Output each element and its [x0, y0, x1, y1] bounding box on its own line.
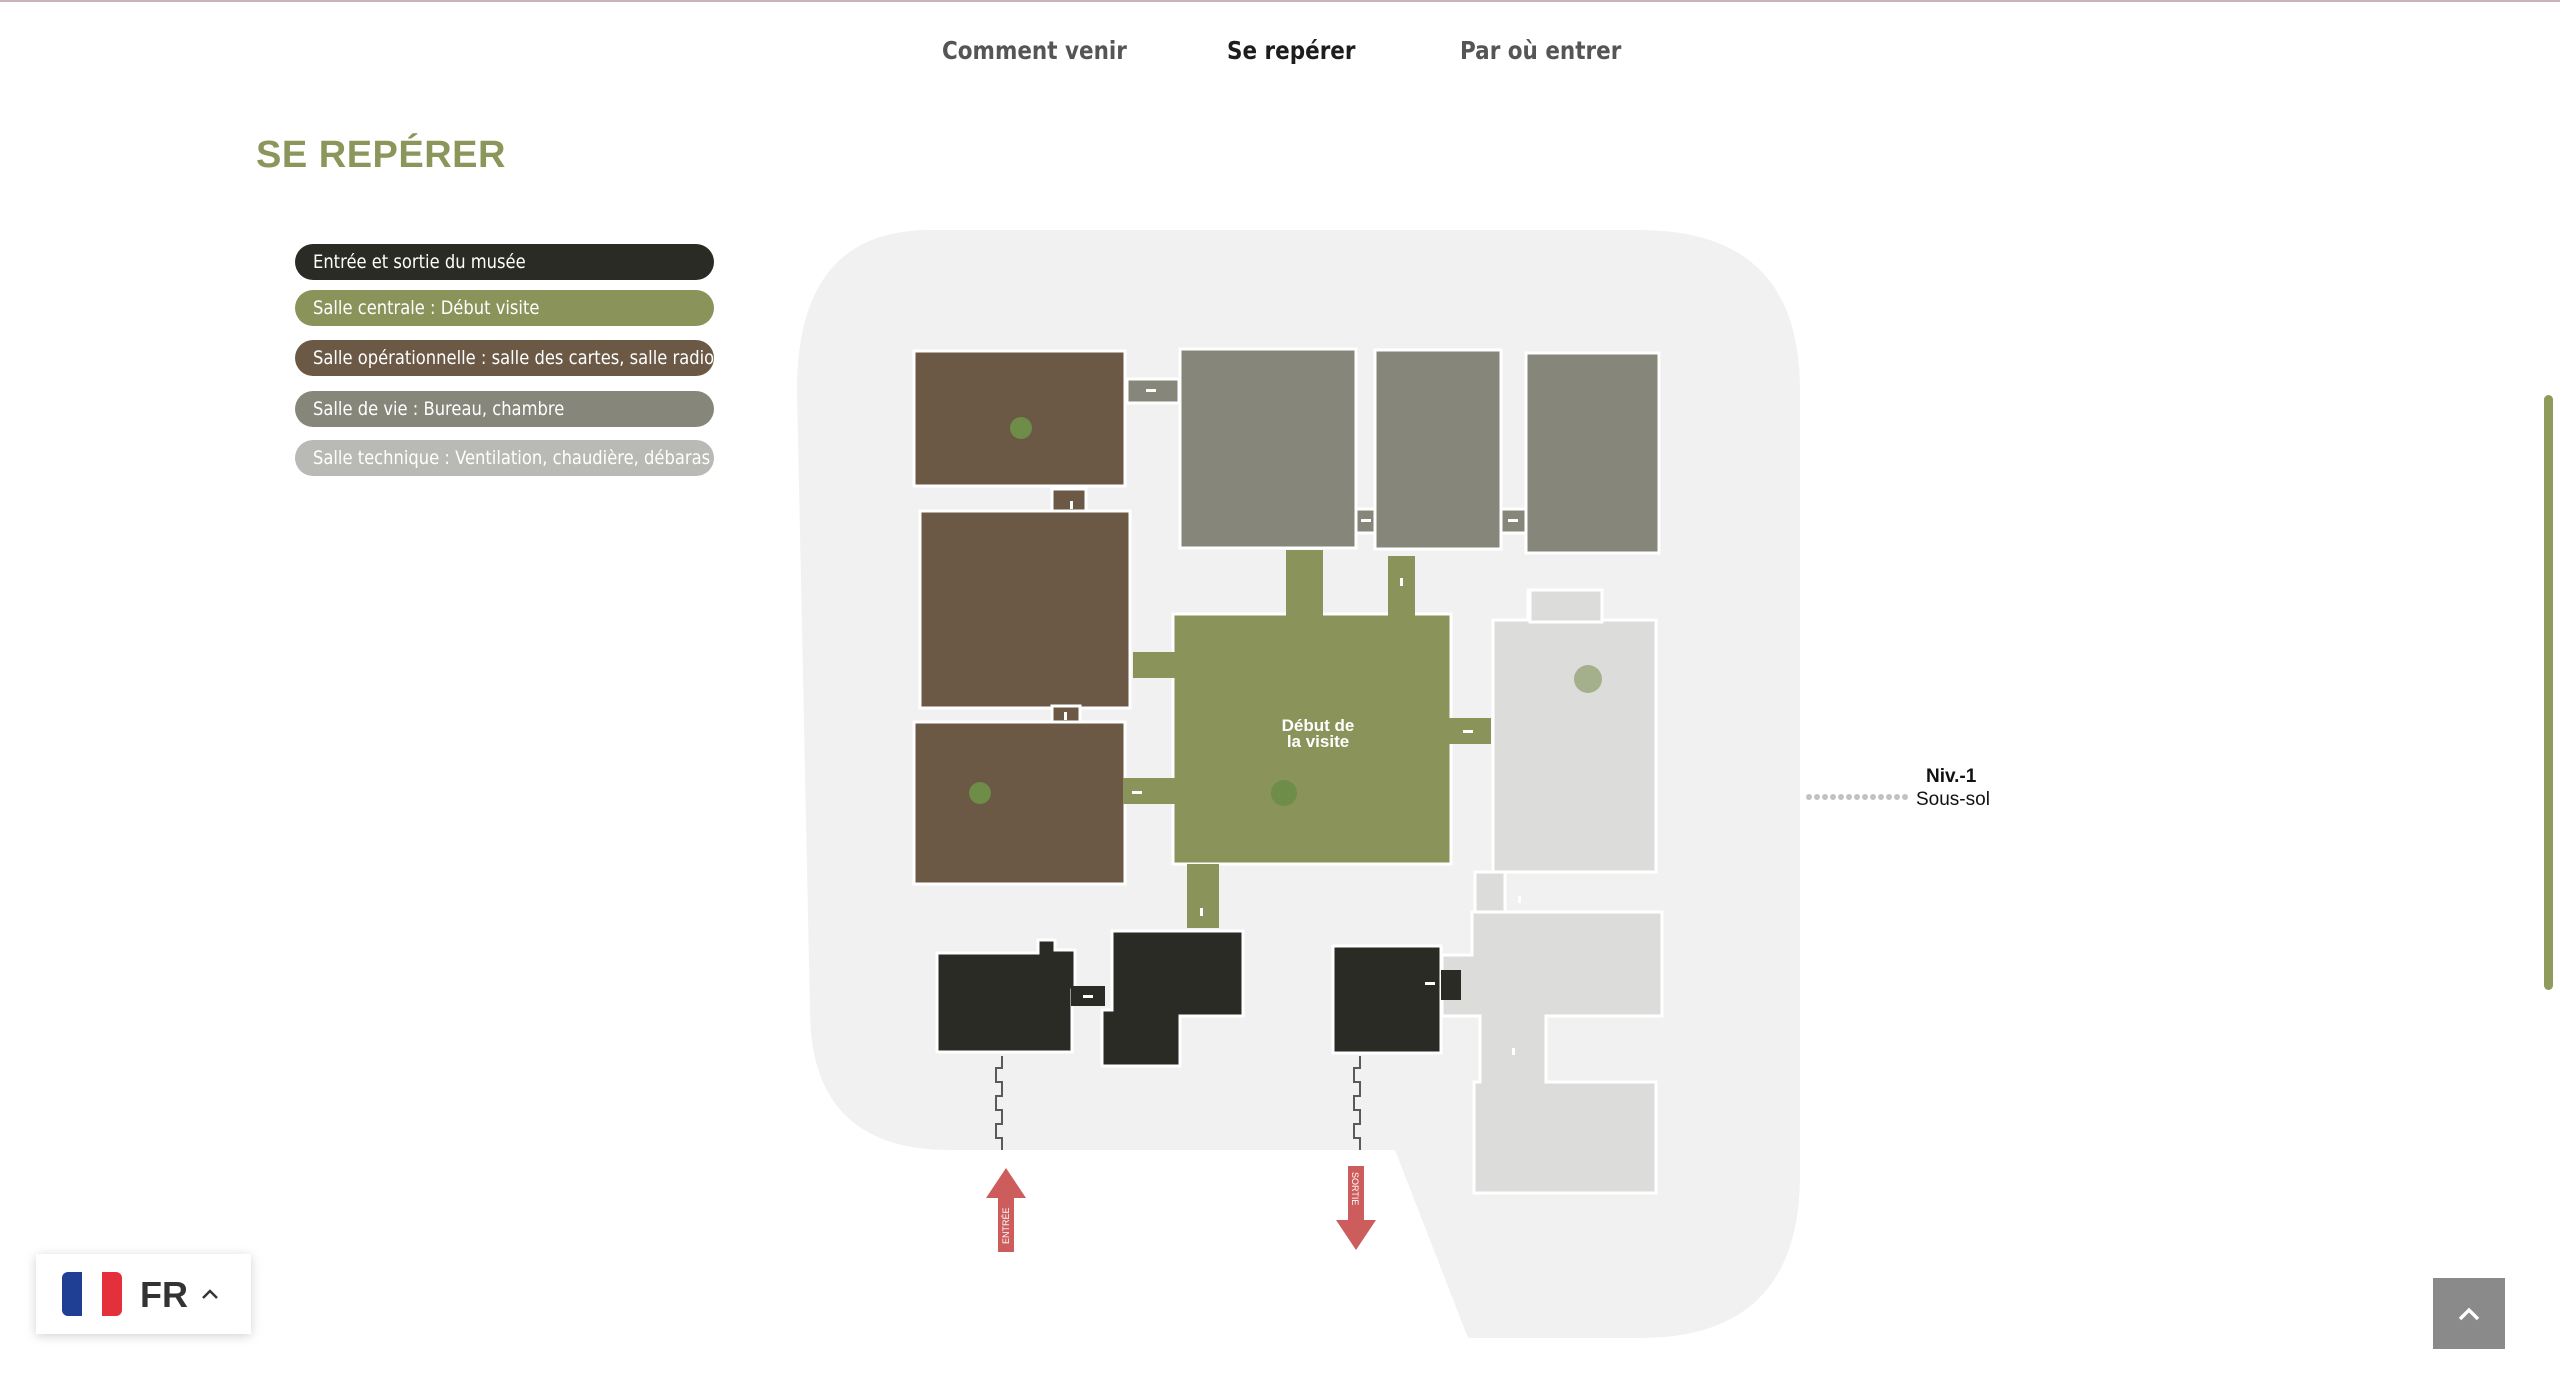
back-to-top-button[interactable]	[2433, 1278, 2505, 1349]
stair-connectors	[995, 1056, 1361, 1150]
technical-rooms	[1440, 588, 1664, 1195]
legend-operational-room: Salle opérationnelle : salle des cartes,…	[295, 340, 714, 376]
entry-arrow	[986, 1168, 1026, 1252]
chevron-up-icon	[2458, 1307, 2480, 1321]
tab-comment-venir[interactable]: Comment venir	[942, 36, 1127, 65]
level-indicator-dots	[1806, 794, 1908, 800]
page-title: SE REPÉRER	[256, 134, 506, 176]
living-rooms	[1125, 347, 1661, 555]
map-marker-op-2	[969, 782, 991, 804]
map-marker-central	[1271, 780, 1297, 806]
central-room	[1123, 550, 1491, 928]
entry-label: ENTRÉE	[1001, 1207, 1011, 1244]
language-selector[interactable]: FR	[36, 1254, 251, 1334]
exit-arrow	[1336, 1166, 1376, 1250]
chevron-up-icon	[202, 1289, 218, 1299]
legend-technical-room: Salle technique : Ventilation, chaudière…	[295, 440, 714, 476]
tab-se-reperer[interactable]: Se repérer	[1227, 36, 1356, 65]
section-nav: Comment venir Se repérer Par où entrer	[0, 0, 2560, 110]
exit-corridor	[1441, 970, 1461, 1000]
operational-rooms	[912, 349, 1132, 886]
page-scrollbar[interactable]	[2544, 395, 2553, 990]
legend-living-room: Salle de vie : Bureau, chambre	[295, 391, 714, 427]
flag-fr-icon	[62, 1272, 122, 1316]
central-room-label: Début de la visite	[1281, 716, 1355, 751]
level-title: Niv.-1	[1926, 766, 1977, 787]
door-markers	[1064, 389, 1521, 1055]
map-marker-technical	[1574, 665, 1602, 693]
top-rule	[0, 0, 2560, 2]
entrance-rooms	[935, 929, 1443, 1068]
legend-central-room: Salle centrale : Début visite	[295, 290, 714, 326]
language-code: FR	[140, 1274, 188, 1315]
exit-label: SORTIE	[1350, 1172, 1360, 1205]
tab-par-ou-entrer[interactable]: Par où entrer	[1460, 36, 1622, 65]
map-marker-op-1	[1010, 417, 1032, 439]
level-subtitle: Sous-sol	[1916, 789, 1990, 810]
legend-entrance: Entrée et sortie du musée	[295, 244, 714, 280]
